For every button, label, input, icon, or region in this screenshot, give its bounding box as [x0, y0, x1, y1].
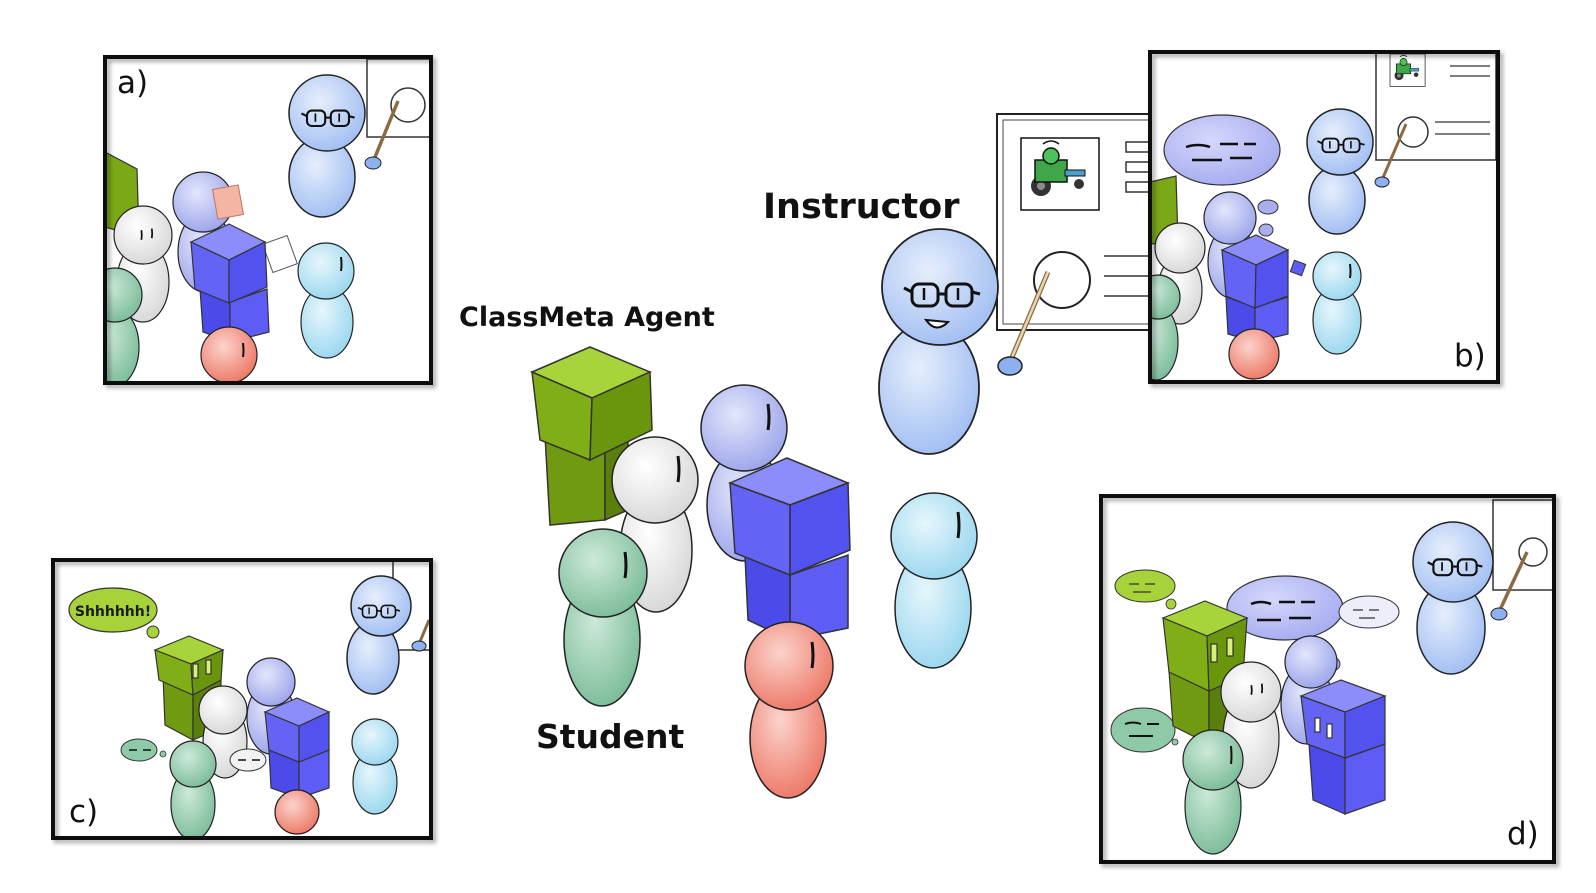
panel-c: Shhhhhh! — [51, 558, 433, 840]
instructor-figure — [878, 228, 1051, 455]
panel-d: d) — [1099, 494, 1556, 864]
student-red — [744, 621, 834, 799]
agent-blue-cube — [727, 457, 851, 642]
classmeta-agent-green-cube — [530, 346, 653, 526]
student-label: Student — [536, 717, 685, 756]
instructor-label: Instructor — [763, 187, 960, 227]
panel-c-label: c) — [69, 794, 98, 830]
speech-bubble-icon: Shhhhhh! — [68, 587, 160, 639]
whiteboard-icon — [996, 113, 1176, 331]
classmeta-agent-label: ClassMeta Agent — [459, 302, 715, 333]
center-scene: ClassMeta Agent Instructor Student — [459, 113, 1176, 799]
panel-b-label: b) — [1454, 338, 1486, 374]
robot-car-icon — [1020, 137, 1100, 211]
student-cyan — [890, 492, 978, 669]
thought-bubble-icon — [1110, 569, 1400, 753]
panel-d-label: d) — [1507, 816, 1539, 852]
panel-b: b) — [1148, 50, 1500, 384]
panel-a: a) — [103, 55, 433, 385]
student-teal — [558, 528, 648, 707]
panel-a-label: a) — [117, 65, 148, 101]
shh-text: Shhhhhh! — [75, 604, 151, 620]
pointer-stick-icon — [1007, 271, 1051, 363]
thought-bubble-icon — [1163, 114, 1281, 237]
